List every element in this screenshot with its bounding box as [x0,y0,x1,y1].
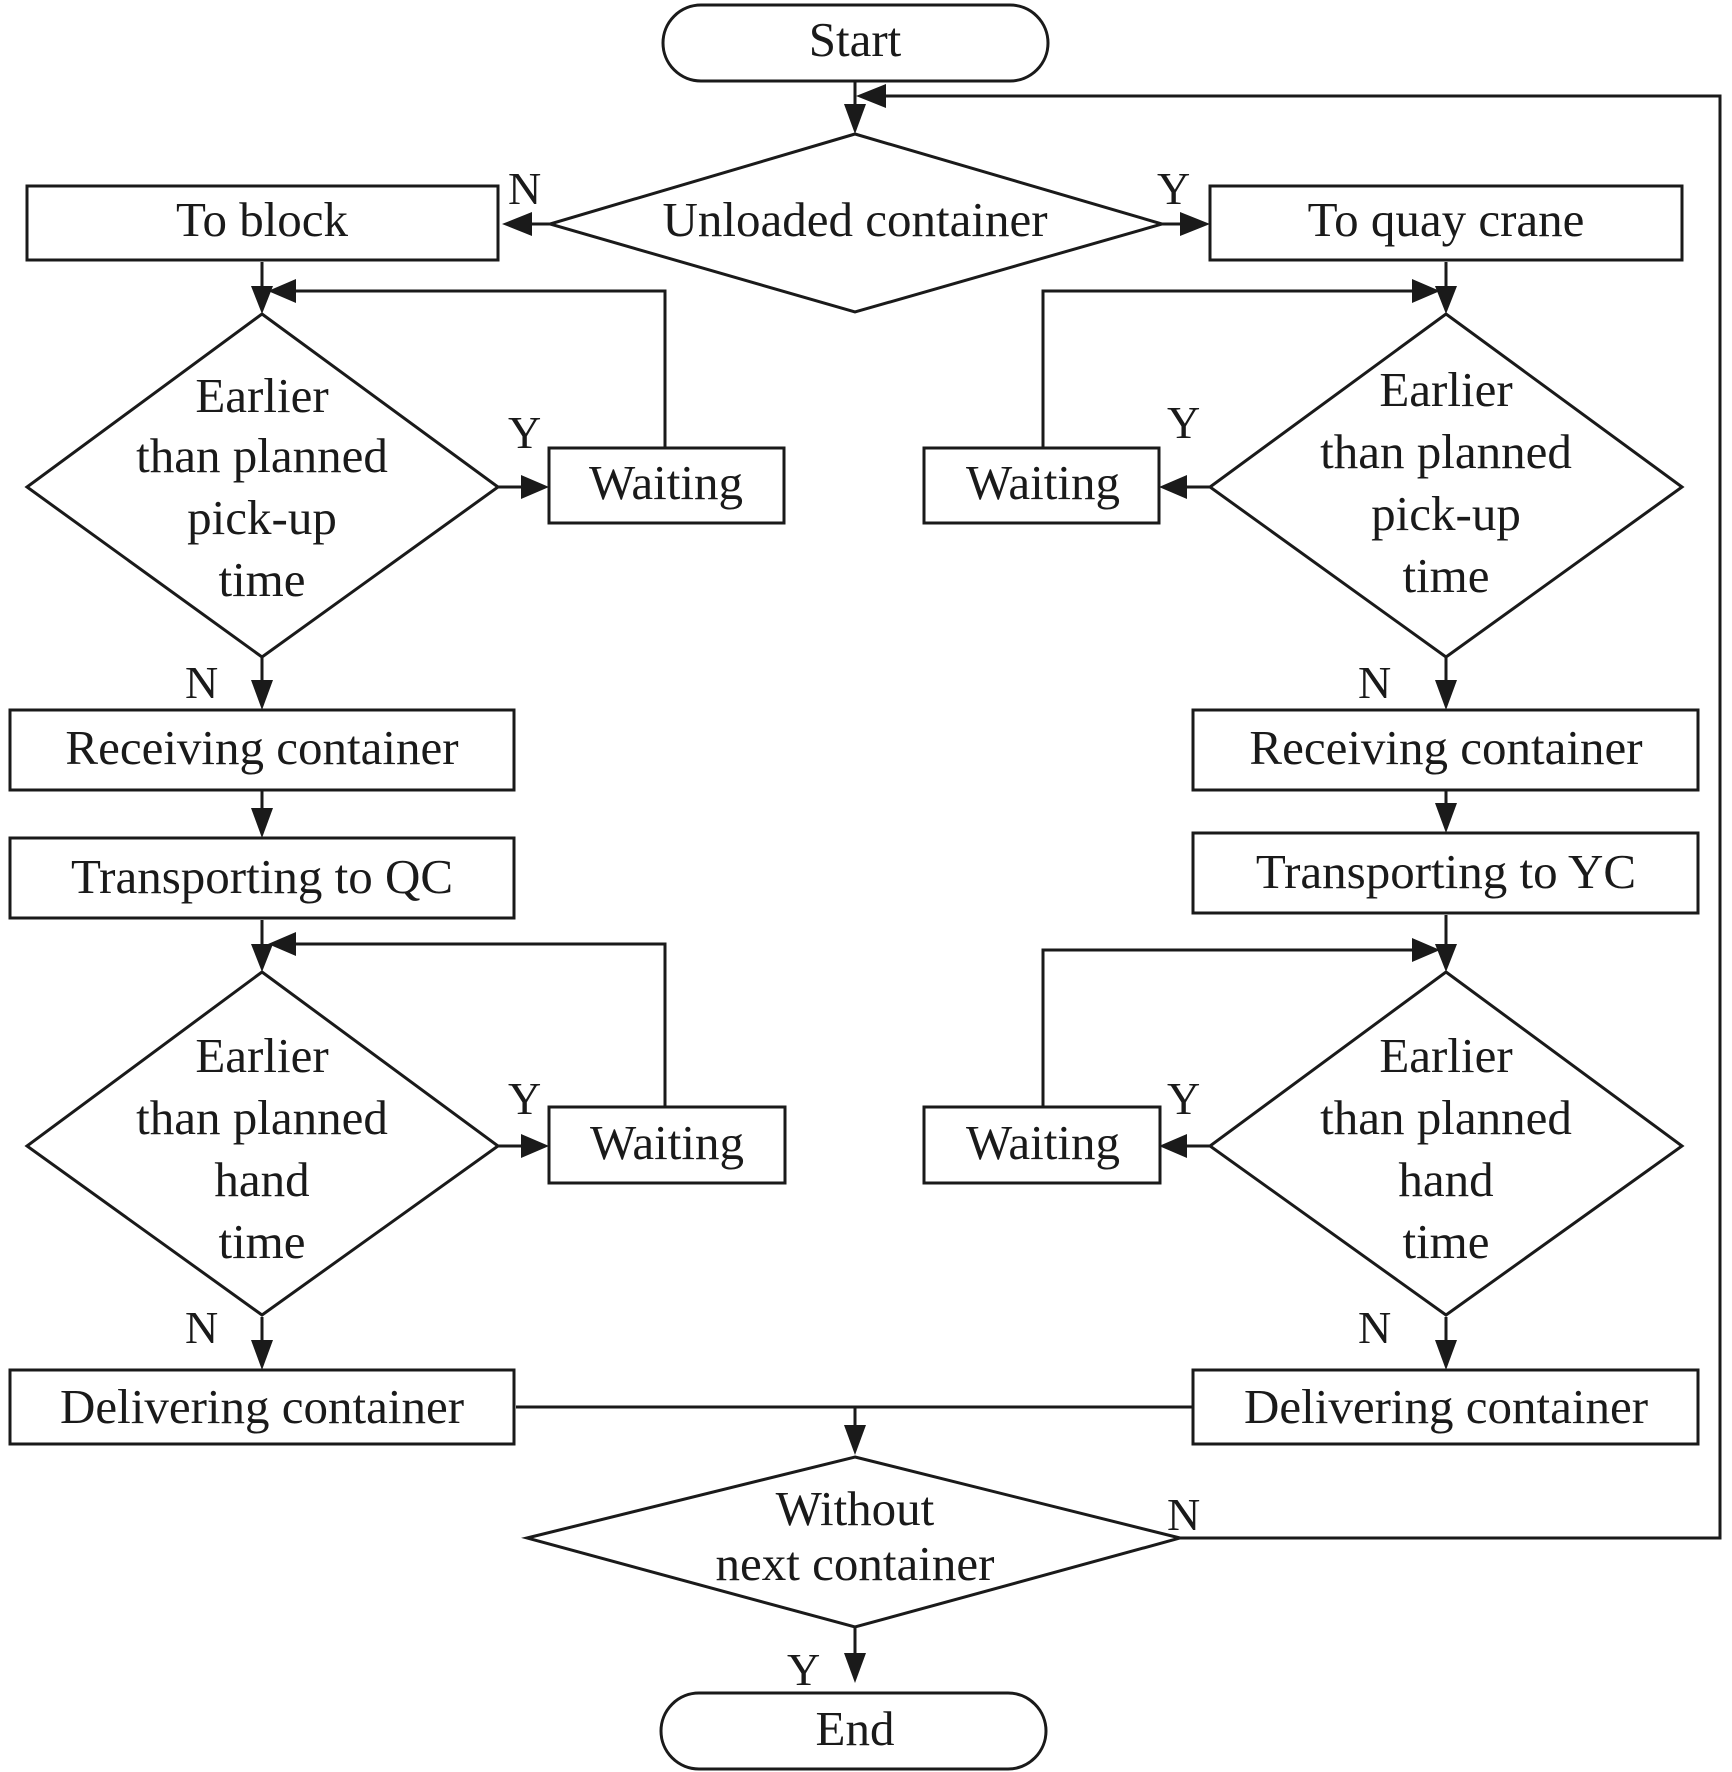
arrow-left-loop [856,84,886,108]
label-without-next-yes: Y [787,1644,820,1695]
label-right-cond1-yes: Y [1167,397,1200,448]
edge-left-wait2-return [282,942,667,1107]
arrow-left-transporting [251,808,273,838]
to-block-box [25,184,500,262]
right-hand-line-2: than planned [1320,1090,1572,1145]
left-waiting-2-box [547,1105,787,1185]
label-unloaded-no: N [508,163,541,214]
left-hand-decision [24,970,501,1317]
arrow-right-wait2 [1159,1134,1187,1158]
right-hand-line-4: time [1402,1214,1489,1269]
left-transporting-box [8,836,516,920]
unloaded-decision [544,132,1168,314]
right-pickup-line-3: pick-up [1371,486,1521,541]
left-hand-line-4: time [218,1214,305,1269]
left-pickup-line-3: pick-up [187,490,337,545]
without-next-line-1: Without [776,1481,935,1536]
arrow-left-loop2 [268,932,296,956]
left-waiting-1-label: Waiting [589,455,743,510]
right-receiving-label: Receiving container [1249,720,1642,775]
arrow-left-to-block [502,212,532,236]
right-waiting-1-box [922,446,1161,525]
label-left-cond2-no: N [185,1302,218,1353]
arrow-right-to-quay [1180,212,1210,236]
end-label: End [816,1701,895,1756]
right-hand-line-1: Earlier [1379,1028,1512,1083]
nodes: Start Unloaded container To block To qua… [8,3,1700,1771]
without-next-decision [521,1455,1186,1629]
edge-left-wait1-return [282,289,667,448]
right-waiting-2-label: Waiting [966,1115,1120,1170]
right-waiting-1-label: Waiting [966,455,1120,510]
left-delivering-label: Delivering container [60,1379,464,1434]
right-delivering-box [1191,1368,1700,1446]
arrow-left-wait1 [521,475,549,499]
right-pickup-line-2: than planned [1320,424,1572,479]
label-left-cond2-yes: Y [508,1073,541,1124]
start-terminal [661,3,1050,83]
arrow-left-wait2 [521,1134,549,1158]
arrow-right-delivering [1435,1340,1457,1370]
to-block-label: To block [176,192,349,247]
left-delivering-box [8,1368,516,1446]
left-waiting-1-box [547,446,786,525]
right-transporting-box [1191,831,1700,915]
arrow-left-cond1-top [251,286,273,314]
right-pickup-decision [1207,312,1685,659]
left-receiving-label: Receiving container [65,720,458,775]
right-pickup-line-1: Earlier [1379,362,1512,417]
left-pickup-line-2: than planned [136,428,388,483]
label-right-cond2-yes: Y [1167,1073,1200,1124]
edge-labels: N Y Y N Y N Y N Y N N Y [185,163,1391,1695]
right-transporting-label: Transporting to YC [1256,844,1636,899]
arrow-right-loop2 [1412,938,1440,962]
to-quay-crane-label: To quay crane [1308,192,1585,247]
left-waiting-2-label: Waiting [590,1115,744,1170]
edge-loop-back [870,94,1722,1540]
arrow-left-delivering [251,1340,273,1370]
right-waiting-2-box [922,1105,1162,1185]
arrowheads [251,84,1457,1683]
arrow-down-decision [844,1425,866,1455]
without-next-line-2: next container [716,1536,995,1591]
edge-right-wait2-return [1041,948,1426,1107]
label-right-cond2-no: N [1358,1302,1391,1353]
arrow-left-loop1 [268,279,296,303]
left-hand-line-3: hand [214,1152,309,1207]
right-delivering-label: Delivering container [1244,1379,1648,1434]
to-quay-crane-box [1208,184,1684,262]
left-receiving-box [8,708,516,792]
arrow-left-receiving [251,680,273,710]
label-unloaded-yes: Y [1157,163,1190,214]
arrow-right-wait1 [1159,475,1187,499]
label-left-cond1-yes: Y [508,407,541,458]
edge-right-wait1-return [1041,289,1426,448]
label-right-cond1-no: N [1358,657,1391,708]
unloaded-label: Unloaded container [662,192,1047,247]
right-hand-line-3: hand [1398,1152,1493,1207]
arrow-right-transporting [1435,803,1457,833]
left-hand-line-1: Earlier [195,1028,328,1083]
arrow-down-end [844,1653,866,1683]
left-transporting-label: Transporting to QC [71,849,453,904]
left-pickup-line-4: time [218,552,305,607]
start-label: Start [809,12,902,67]
arrow-right-cond1-top [1435,286,1457,314]
end-terminal [659,1691,1048,1771]
label-left-cond1-no: N [185,657,218,708]
left-pickup-decision [24,312,501,659]
left-hand-line-2: than planned [136,1090,388,1145]
arrow-right-loop1 [1412,279,1440,303]
right-receiving-box [1191,708,1700,792]
label-without-next-no: N [1167,1489,1200,1540]
right-hand-decision [1207,970,1685,1317]
arrow-down-unloaded [844,104,866,134]
right-pickup-line-4: time [1402,548,1489,603]
arrow-left-cond2-top [251,944,273,972]
arrow-right-cond2-top [1435,944,1457,972]
arrow-right-receiving [1435,680,1457,710]
left-pickup-line-1: Earlier [195,368,328,423]
